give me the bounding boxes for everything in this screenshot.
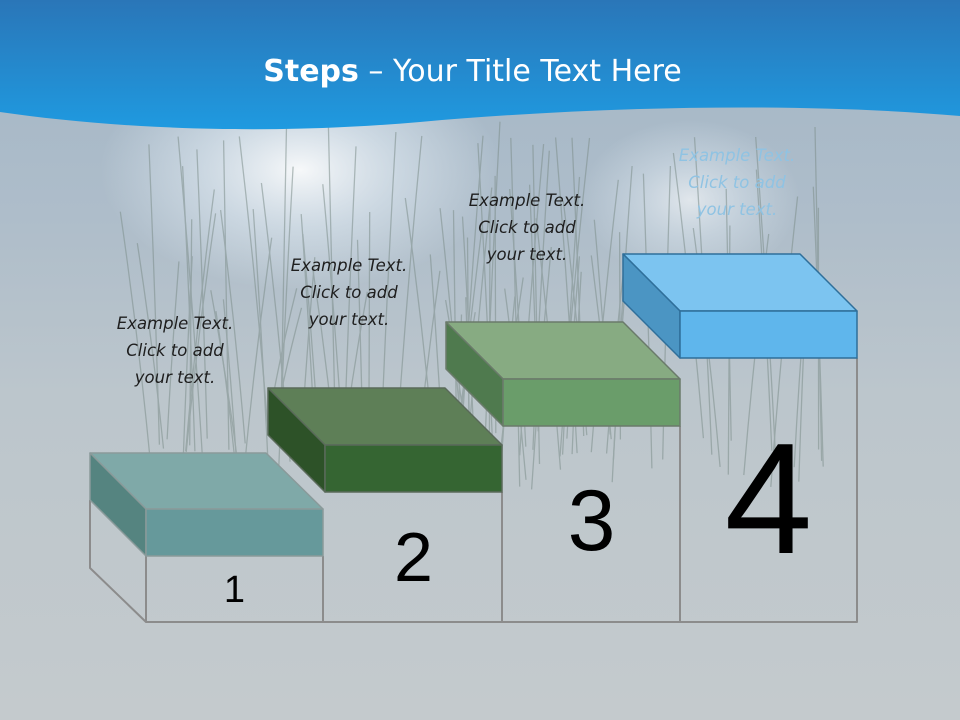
caption-line: your text. (486, 245, 568, 264)
step-1-caption[interactable]: Example Text. Click to add your text. (90, 310, 260, 391)
grass-blade (148, 144, 161, 445)
caption-line: Example Text. (678, 146, 796, 165)
background-glow-right (580, 120, 800, 280)
grass-blade (185, 213, 217, 453)
grass-blade (243, 237, 273, 474)
caption-line: Click to add (126, 341, 224, 360)
grass-blade (477, 143, 494, 464)
grass-blade (252, 209, 270, 490)
step-block-4 (622, 253, 858, 359)
grass-blade (196, 149, 208, 439)
caption-line: Click to add (478, 218, 576, 237)
grass-blade (136, 243, 165, 449)
title-rest: – Your Title Text Here (358, 54, 682, 89)
caption-line: Click to add (688, 173, 786, 192)
caption-line: your text. (696, 200, 778, 219)
step-block-2 (267, 387, 503, 493)
step-block-3 (445, 321, 681, 427)
caption-line: your text. (308, 310, 390, 329)
grass-blade (222, 140, 230, 450)
caption-line: Example Text. (468, 191, 586, 210)
step-block-1 (89, 452, 324, 557)
grass-blade (510, 137, 521, 487)
title-bold: Steps (263, 54, 359, 89)
grass-blade (219, 210, 246, 444)
header-wave (0, 0, 960, 130)
caption-line: your text. (134, 368, 216, 387)
grass-blade (189, 219, 193, 446)
grass-blade (119, 211, 151, 460)
step-3-number: 3 (567, 473, 616, 569)
grass-blade (185, 189, 215, 452)
step-4-number: 4 (724, 411, 813, 587)
step-2-number: 2 (394, 518, 433, 596)
grass-blade (166, 261, 180, 440)
caption-line: Click to add (300, 283, 398, 302)
staircase-outline (89, 358, 858, 623)
grass-blade (483, 121, 501, 455)
grass-blade (238, 136, 269, 433)
caption-line: Example Text. (290, 256, 408, 275)
step-3-caption[interactable]: Example Text. Click to add your text. (442, 187, 612, 268)
grass-blade (210, 290, 240, 474)
caption-line: Example Text. (116, 314, 234, 333)
step-1-number: 1 (223, 569, 246, 611)
step-2-caption[interactable]: Example Text. Click to add your text. (264, 252, 434, 333)
slide-title[interactable]: Steps – Your Title Text Here (0, 54, 945, 89)
grass-blade (177, 136, 205, 483)
step-4-caption[interactable]: Example Text. Click to add your text. (652, 142, 822, 223)
